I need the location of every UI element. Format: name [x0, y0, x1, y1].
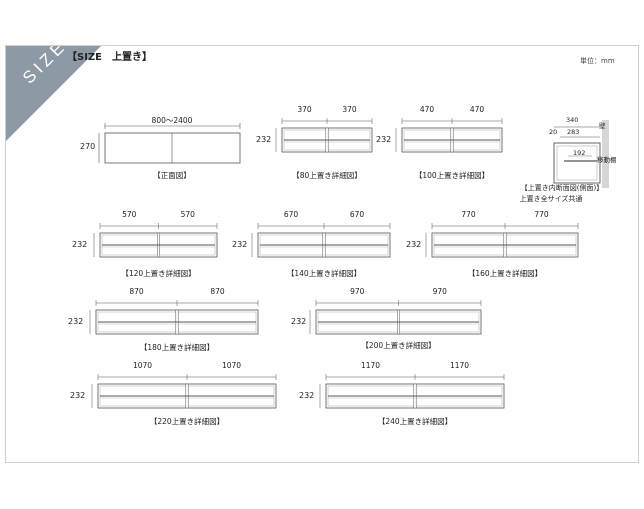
side-section-drawing — [553, 120, 609, 188]
side-caption: 【上置き内断面図(側面)】 — [520, 184, 604, 192]
detail-caption: 【200上置き詳細図】 — [361, 341, 436, 350]
front-height-label: 270 — [80, 142, 96, 151]
side-depth-total: 340 — [566, 116, 579, 124]
detail-caption: 【120上置き詳細図】 — [121, 269, 196, 278]
side-shelf-label: 移動棚 — [597, 156, 617, 164]
width-label: 370 — [342, 105, 357, 114]
height-label: 232 — [72, 240, 88, 249]
height-label: 232 — [376, 135, 392, 144]
side-shelf-depth: 192 — [573, 149, 586, 157]
side-offset: 20 — [549, 128, 558, 136]
detail-caption: 【100上置き詳細図】 — [414, 171, 490, 180]
front-width-label: 800〜2400 — [151, 116, 193, 125]
detail-drawing — [91, 374, 277, 409]
side-wall-label: 壁 — [599, 122, 606, 130]
side-caption-sub: 上置き全サイズ共通 — [519, 195, 583, 203]
width-label: 570 — [180, 210, 195, 219]
width-label: 1070 — [221, 361, 242, 370]
width-label: 1070 — [132, 361, 153, 370]
detail-drawing — [425, 223, 579, 258]
height-label: 232 — [291, 317, 307, 326]
detail-caption: 【220上置き詳細図】 — [149, 417, 225, 426]
width-label: 870 — [129, 287, 144, 296]
detail-drawing — [89, 300, 259, 335]
side-depth-inner: 283 — [567, 128, 580, 136]
detail-caption: 【160上置き詳細図】 — [467, 269, 543, 278]
detail-drawing — [395, 118, 503, 153]
detail-drawing — [319, 374, 505, 409]
width-label: 570 — [122, 210, 137, 219]
height-label: 232 — [232, 240, 248, 249]
detail-drawing — [93, 223, 218, 258]
front-caption: 【正面図】 — [153, 171, 191, 180]
height-label: 232 — [68, 317, 84, 326]
height-label: 232 — [299, 391, 315, 400]
width-label: 370 — [297, 105, 312, 114]
width-label: 470 — [419, 105, 435, 114]
detail-caption: 【240上置き詳細図】 — [377, 417, 453, 426]
height-label: 232 — [256, 135, 272, 144]
width-label: 770 — [461, 210, 476, 219]
height-label: 232 — [406, 240, 422, 249]
detail-caption: 【80上置き詳細図】 — [292, 171, 362, 180]
detail-drawing — [309, 300, 482, 335]
width-label: 970 — [432, 287, 447, 296]
detail-caption: 【140上置き詳細図】 — [286, 269, 362, 278]
front-view-drawing — [98, 123, 241, 164]
size-corner-badge — [6, 46, 101, 141]
width-label: 1170 — [360, 361, 381, 370]
detail-caption: 【180上置き詳細図】 — [139, 343, 215, 352]
width-label: 1170 — [449, 361, 470, 370]
width-label: 670 — [283, 210, 299, 219]
width-label: 470 — [469, 105, 485, 114]
height-label: 232 — [70, 391, 86, 400]
unit-label: 単位：mm — [580, 57, 615, 65]
width-label: 970 — [350, 287, 365, 296]
detail-drawing — [251, 223, 391, 258]
detail-drawing — [275, 118, 373, 153]
width-label: 870 — [210, 287, 225, 296]
width-label: 670 — [349, 210, 365, 219]
section-title: 【SIZE 上置き】 — [67, 52, 153, 63]
width-label: 770 — [534, 210, 549, 219]
